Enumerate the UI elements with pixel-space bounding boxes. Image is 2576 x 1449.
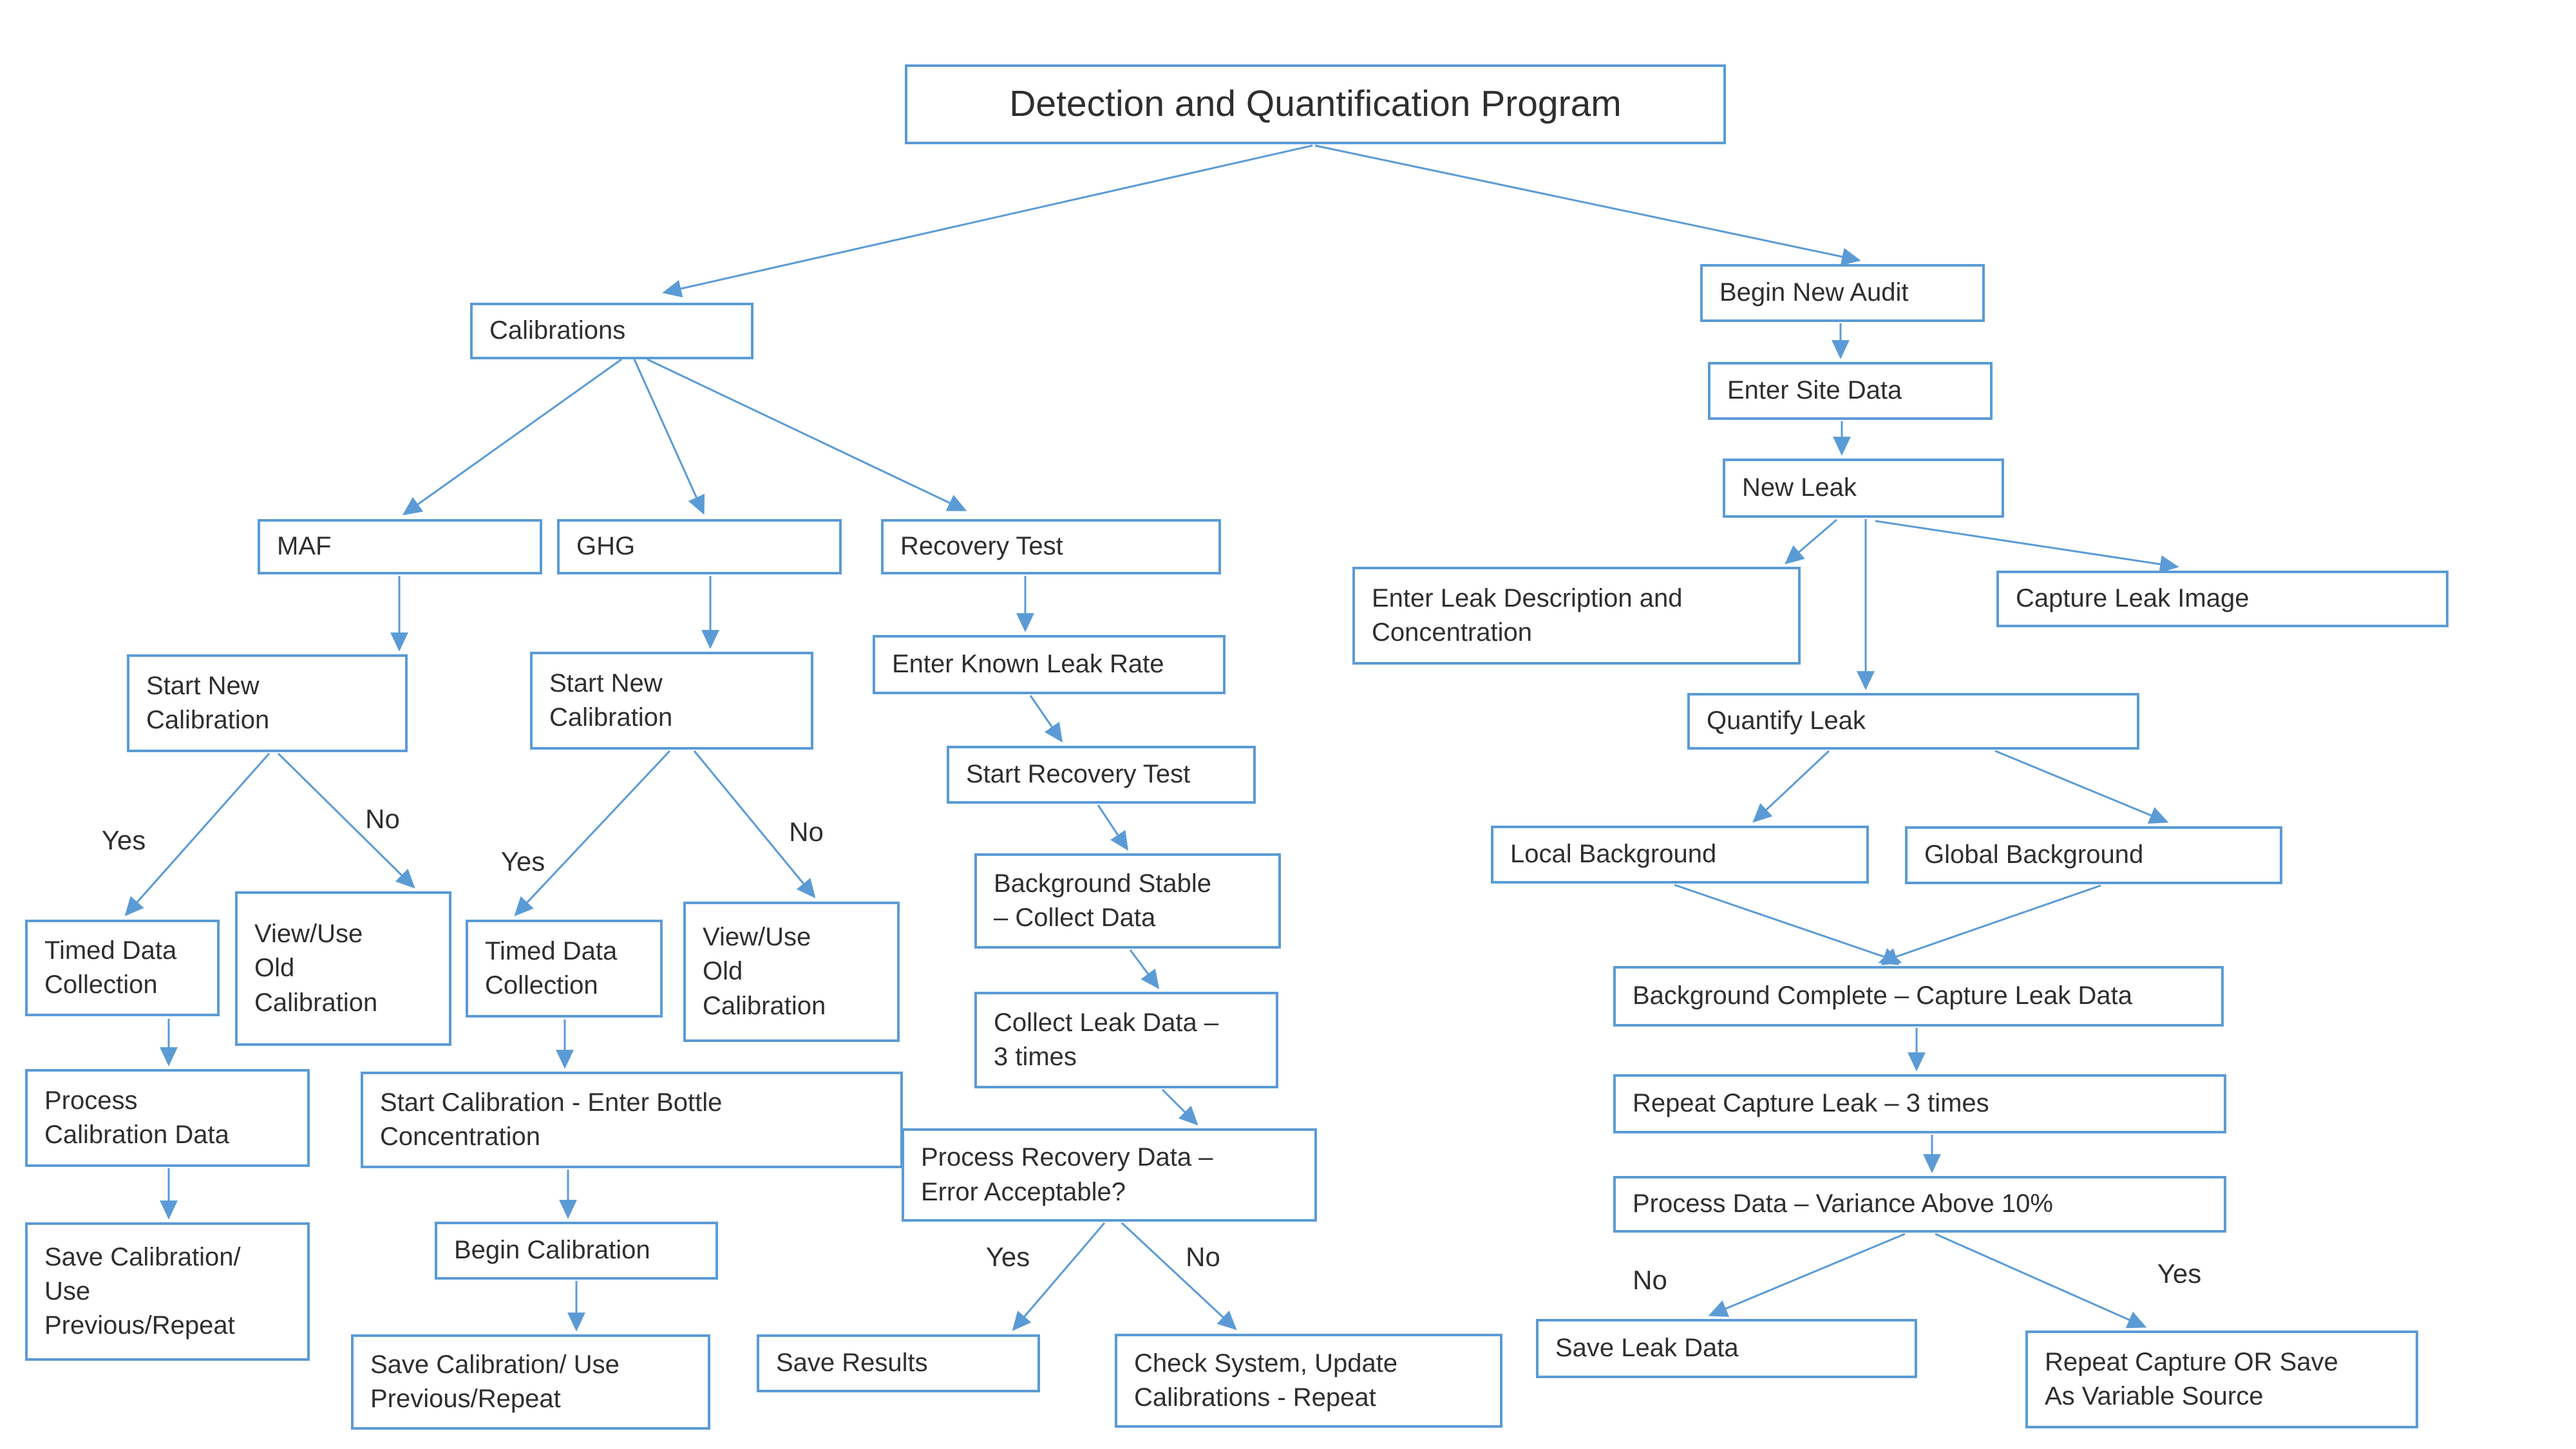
flow-node-capture-leak-image: Capture Leak Image <box>1996 571 2448 627</box>
flow-node-global-background: Global Background <box>1905 826 2282 884</box>
flow-node-begin-new-audit: Begin New Audit <box>1700 264 1985 322</box>
decision-label-no-variance: No <box>1633 1265 1667 1295</box>
flow-node-quantify-leak: Quantify Leak <box>1687 693 2139 750</box>
flow-node-timed-data-collection-maf: Timed Data Collection <box>25 920 220 1016</box>
flow-node-enter-known-leak-rate: Enter Known Leak Rate <box>873 635 1226 694</box>
flow-node-timed-data-collection-ghg: Timed Data Collection <box>466 920 663 1018</box>
flow-connector-local-to-complete <box>1674 884 1902 965</box>
flow-connector-process-no-check-system <box>1121 1222 1237 1331</box>
flow-node-ghg: GHG <box>557 519 842 574</box>
flow-node-start-new-calibration-ghg: Start New Calibration <box>530 652 813 750</box>
flow-node-save-results: Save Results <box>757 1334 1040 1392</box>
flow-node-collect-leak-data: Collect Leak Data – 3 times <box>974 992 1278 1088</box>
flow-node-process-data-variance: Process Data – Variance Above 10% <box>1613 1176 2226 1233</box>
flow-node-new-leak: New Leak <box>1723 459 2004 518</box>
flow-node-process-recovery-data: Process Recovery Data – Error Acceptable… <box>902 1128 1317 1222</box>
flow-node-title: Detection and Quantification Program <box>905 64 1726 144</box>
decision-label-no-ghg: No <box>789 817 824 847</box>
decision-label-yes-ghg: Yes <box>500 846 545 876</box>
flow-node-start-recovery-test: Start Recovery Test <box>947 746 1256 804</box>
decision-label-yes-recovery: Yes <box>985 1242 1030 1272</box>
flow-node-repeat-capture-leak: Repeat Capture Leak – 3 times <box>1613 1074 2226 1133</box>
flow-connector-rate-to-start-recovery <box>1029 695 1063 743</box>
flow-node-start-calibration-bottle: Start Calibration - Enter Bottle Concent… <box>361 1072 903 1168</box>
flow-connector-process-yes-save-results <box>1012 1222 1106 1331</box>
flow-node-view-use-old-calibration-ghg: View/Use Old Calibration <box>683 902 900 1042</box>
flow-node-save-calibration-maf: Save Calibration/ Use Previous/Repeat <box>25 1222 310 1361</box>
flow-node-enter-leak-description: Enter Leak Description and Concentration <box>1352 567 1801 665</box>
flow-connector-title-to-calibrations <box>662 144 1313 298</box>
flow-node-repeat-capture-or-save: Repeat Capture OR Save As Variable Sourc… <box>2025 1331 2418 1428</box>
flow-connector-start-recovery-to-background <box>1097 804 1129 851</box>
flow-connector-calibrations-to-maf <box>402 358 622 516</box>
flow-node-start-new-calibration-maf: Start New Calibration <box>127 654 408 752</box>
flow-node-save-leak-data: Save Leak Data <box>1536 1319 1917 1378</box>
flow-node-recovery-test: Recovery Test <box>881 519 1221 574</box>
flow-connector-variance-no-save-leak <box>1708 1233 1906 1317</box>
flow-connector-variance-yes-repeat-capture <box>1935 1233 2147 1329</box>
decision-label-yes-maf: Yes <box>101 825 146 855</box>
decision-label-no-maf: No <box>365 804 400 834</box>
flow-connector-calibrations-to-ghg <box>633 359 705 515</box>
flow-connector-quantify-to-local <box>1752 750 1830 823</box>
flow-node-enter-site-data: Enter Site Data <box>1708 362 1993 420</box>
flow-node-save-calibration-ghg: Save Calibration/ Use Previous/Repeat <box>351 1334 710 1430</box>
flow-node-calibrations: Calibrations <box>470 303 753 359</box>
flow-node-view-use-old-calibration-maf: View/Use Old Calibration <box>235 891 451 1046</box>
flow-connector-background-to-collect <box>1129 949 1160 990</box>
flow-node-begin-calibration: Begin Calibration <box>435 1222 718 1280</box>
flow-node-background-stable: Background Stable – Collect Data <box>974 853 1281 949</box>
flow-connector-global-to-complete <box>1878 884 2101 965</box>
decision-label-no-recovery: No <box>1186 1242 1220 1272</box>
flow-connector-snc-ghg-no-view <box>693 750 816 898</box>
flow-node-maf: MAF <box>258 519 542 574</box>
flow-connector-snc-maf-yes-timed <box>124 753 270 916</box>
decision-label-yes-variance: Yes <box>2157 1258 2202 1289</box>
flow-connector-snc-maf-no-view <box>277 752 415 889</box>
flow-node-process-calibration-data: Process Calibration Data <box>25 1069 310 1167</box>
flow-connector-new-leak-to-capture-image <box>1875 520 2179 573</box>
flow-connector-collect-to-process <box>1161 1088 1198 1126</box>
flow-node-local-background: Local Background <box>1491 826 1869 884</box>
flow-connector-title-to-begin-new-audit <box>1314 144 1861 266</box>
flow-node-check-system: Check System, Update Calibrations - Repe… <box>1115 1334 1502 1428</box>
flow-connector-quantify-to-global <box>1994 750 2169 824</box>
flow-connector-snc-ghg-yes-timed <box>514 750 671 916</box>
flow-connector-new-leak-to-description <box>1785 518 1837 565</box>
flow-connector-calibrations-to-recovery <box>647 358 967 511</box>
flow-node-background-complete: Background Complete – Capture Leak Data <box>1613 966 2224 1027</box>
